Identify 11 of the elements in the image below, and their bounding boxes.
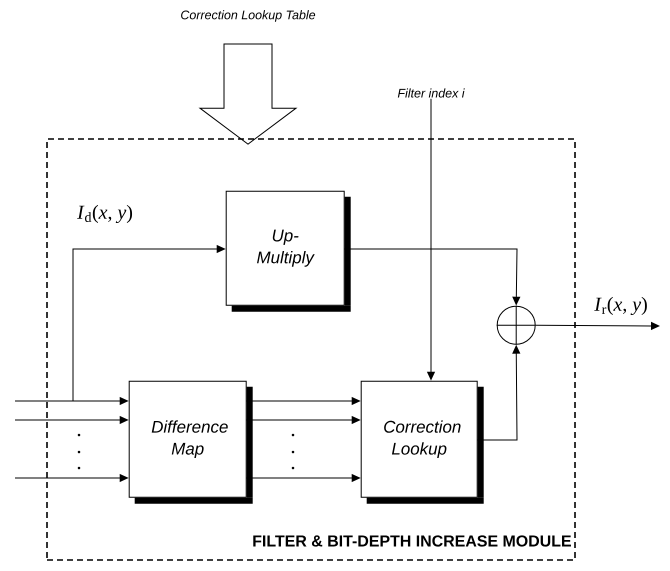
process-box: Up-Multiply <box>226 190 351 312</box>
module-label: FILTER & BIT-DEPTH INCREASE MODULE <box>253 535 571 547</box>
block-arrow <box>198 44 298 145</box>
module-frame <box>46 138 576 561</box>
input-label: Correction Lookup Table <box>181 10 316 22</box>
process-box: Correction Lookup <box>360 380 484 504</box>
edge-label: I$_{r}$(x, y) <box>594 296 647 316</box>
edge-label: I$_{d}$(x, y) <box>77 204 132 224</box>
summing-junction <box>496 305 536 346</box>
process-box: Difference Map <box>128 380 253 504</box>
input-label: Filter index i <box>398 88 465 98</box>
